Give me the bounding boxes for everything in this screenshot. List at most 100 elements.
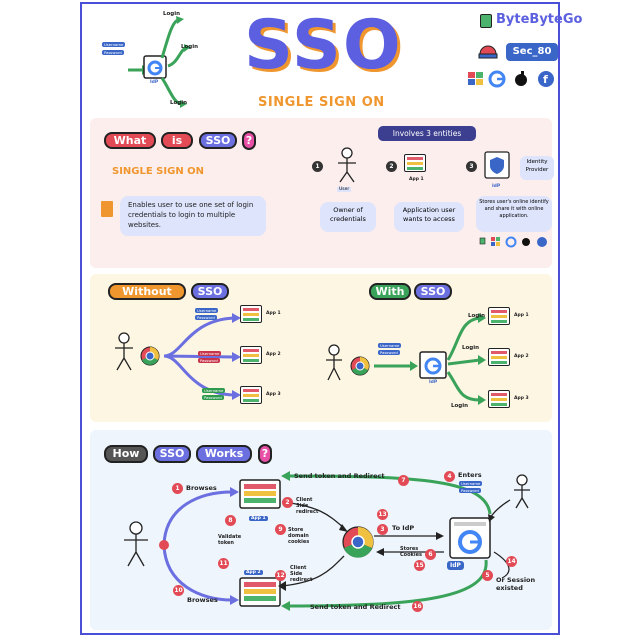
with-cred-pass: Password bbox=[378, 350, 400, 355]
with-app1-icon bbox=[488, 307, 510, 325]
without-sso-pill: SSO bbox=[191, 283, 229, 300]
with-idp-label: IdP bbox=[429, 380, 438, 385]
chrome-browser-icon-without bbox=[140, 346, 160, 366]
header-login-diagram bbox=[128, 16, 191, 108]
header-login-3: Login bbox=[170, 100, 188, 106]
step-1-label: Browses bbox=[186, 484, 217, 492]
step-9-label: Store domain cookies bbox=[288, 527, 310, 545]
with-sso-diagram bbox=[326, 313, 486, 405]
with-sso-pill: SSO bbox=[414, 283, 452, 300]
entity-3-provider-icons bbox=[479, 236, 547, 248]
step-10-label: Browses bbox=[187, 596, 218, 604]
without-app3-icon bbox=[240, 386, 262, 404]
entity-3-label: IdP bbox=[492, 184, 501, 189]
step-4-number: 4 bbox=[444, 471, 455, 482]
entity-2-number: 2 bbox=[386, 161, 397, 172]
how-idp-label: IdP bbox=[447, 561, 464, 570]
main-subtitle: SINGLE SIGN ON bbox=[258, 95, 385, 110]
entities-title: Involves 3 entities bbox=[378, 126, 476, 141]
idp-shield-icon bbox=[484, 151, 510, 179]
security-helmet-icon bbox=[478, 45, 498, 59]
how-sso-pill: SSO bbox=[153, 445, 191, 463]
provider-icons: f bbox=[468, 70, 554, 88]
apple-icon bbox=[515, 71, 527, 86]
without-app2-icon bbox=[240, 346, 262, 364]
svg-text:f: f bbox=[543, 73, 548, 86]
with-login-3: Login bbox=[451, 403, 469, 409]
step-11-label: Client Side redirect bbox=[290, 565, 313, 583]
how-app1-label: App 1 bbox=[249, 516, 268, 521]
step-3-number: 3 bbox=[377, 524, 388, 535]
cred-user-app3: Username bbox=[202, 388, 226, 393]
entity-1-number: 1 bbox=[312, 161, 323, 172]
step-1-number: 1 bbox=[172, 483, 183, 494]
user-figure-idp-side bbox=[514, 474, 530, 509]
is-word-pill: is bbox=[161, 132, 193, 149]
user-stick-figure-icon bbox=[338, 147, 356, 183]
chrome-browser-icon-with bbox=[350, 356, 370, 376]
header-login-2: Login bbox=[181, 44, 199, 50]
works-word-pill: Works bbox=[196, 445, 252, 463]
step-14-number: 14 bbox=[506, 556, 517, 567]
step-6-number: 6 bbox=[425, 549, 436, 560]
step-2-number: 2 bbox=[282, 497, 293, 508]
step-2-label: Client Side redirect bbox=[296, 497, 319, 515]
with-app1-label: App 1 bbox=[514, 313, 529, 318]
main-title: SSO bbox=[244, 6, 403, 85]
with-app3-icon bbox=[488, 390, 510, 408]
step-16-label: Send token and Redirect bbox=[310, 603, 401, 611]
step-13-number: 13 bbox=[377, 509, 388, 520]
user-figure-how bbox=[124, 521, 148, 567]
identity-provider-label: Identity Provider bbox=[520, 156, 554, 180]
how-word-pill: How bbox=[104, 445, 148, 463]
without-app3-label: App 3 bbox=[266, 392, 281, 397]
how-question-mark-pill: ? bbox=[258, 444, 272, 464]
step-5-number: 5 bbox=[482, 570, 493, 581]
bytebytego-small-icon bbox=[479, 237, 486, 245]
username-chip: Username bbox=[102, 42, 126, 47]
brand-name: ByteByteGo bbox=[496, 12, 583, 27]
windows-small-icon bbox=[491, 237, 500, 246]
header-idp-label: IdP bbox=[150, 80, 159, 85]
what-heading: SINGLE SIGN ON bbox=[112, 166, 205, 177]
step-7-number: 7 bbox=[398, 475, 409, 486]
without-app1-icon bbox=[240, 305, 262, 323]
with-app3-label: App 3 bbox=[514, 396, 529, 401]
cred-user-app2: Username bbox=[198, 351, 222, 356]
cred-pass-app2: Password bbox=[198, 358, 220, 363]
user-figure-with bbox=[326, 344, 342, 381]
header-login-1: Login bbox=[163, 11, 181, 17]
step-6-label: Stores Cookies bbox=[400, 546, 422, 558]
question-mark-pill: ? bbox=[242, 131, 256, 150]
entity-1-label: User bbox=[337, 187, 352, 192]
with-word-pill: With bbox=[369, 283, 411, 300]
what-word-pill: What bbox=[104, 132, 156, 149]
step-5-label: Or Session existed bbox=[496, 576, 536, 592]
step-15-number: 15 bbox=[414, 560, 425, 571]
step-16-number: 16 bbox=[412, 601, 423, 612]
password-chip: Password bbox=[102, 50, 124, 55]
without-word-pill: Without bbox=[108, 283, 186, 300]
step-8-label: Validate token bbox=[218, 534, 242, 546]
step-7-label: Send token and Redirect bbox=[294, 472, 385, 480]
entity-3-desc: Stores user's online identify and share … bbox=[476, 196, 552, 232]
entity-2-desc: Application user wants to access bbox=[394, 202, 464, 232]
entity-1-desc: Owner of credentials bbox=[320, 202, 376, 232]
google-icon bbox=[488, 70, 506, 88]
step-4-cred-pass: Password bbox=[459, 488, 481, 493]
section-badge: Sec_80 bbox=[506, 43, 558, 61]
entity-3-number: 3 bbox=[466, 161, 477, 172]
step-9-number: 9 bbox=[275, 524, 286, 535]
step-11-number: 11 bbox=[218, 558, 229, 569]
step-4-label: Enters bbox=[458, 471, 482, 479]
with-app2-label: App 2 bbox=[514, 354, 529, 359]
step-12-number: 12 bbox=[275, 570, 286, 581]
bytebytego-logo-icon bbox=[480, 14, 492, 28]
app1-icon bbox=[404, 154, 426, 172]
step-8-number: 8 bbox=[225, 515, 236, 526]
windows-icon bbox=[468, 72, 483, 85]
entity-2-label: App 1 bbox=[409, 177, 424, 182]
step-3-label: To IdP bbox=[392, 524, 415, 532]
without-app2-label: App 2 bbox=[266, 352, 281, 357]
cred-user-app1: Username bbox=[195, 308, 219, 313]
